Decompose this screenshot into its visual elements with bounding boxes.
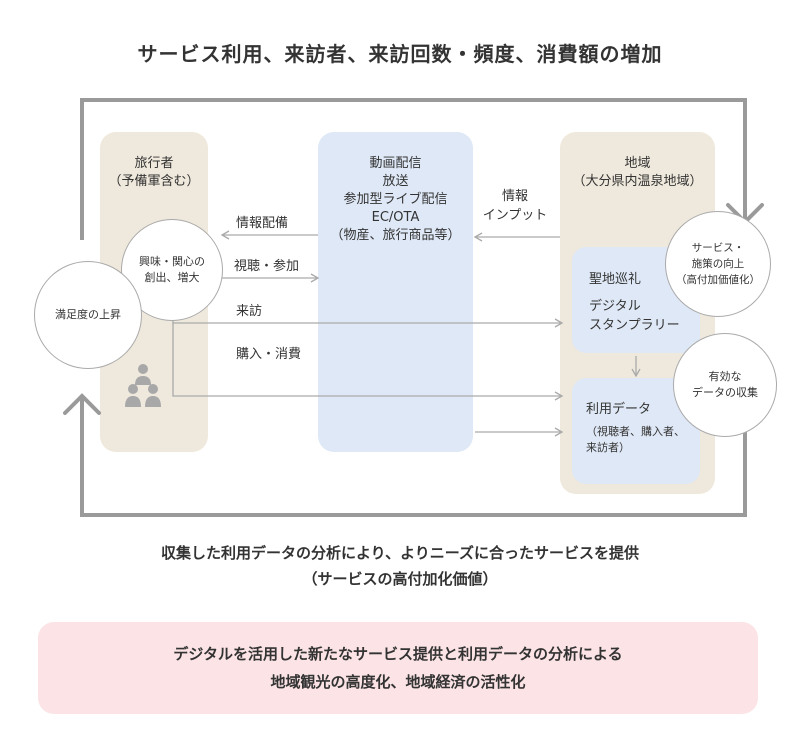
media-label: 動画配信 放送 参加型ライブ配信 EC/OTA （物産、旅行商品等） — [330, 156, 461, 243]
pilgrimage-subtitle: デジタル スタンプラリー — [589, 299, 680, 333]
page-title: サービス利用、来訪者、来訪回数・頻度、消費額の増加 — [137, 42, 663, 66]
service-improve-circle-text: サービス・ 施策の向上 （高付加価値化） — [676, 242, 760, 286]
people-group-icon — [125, 364, 161, 407]
usage-data-detail: （視聴者、購入者、 来訪者） — [586, 425, 685, 454]
bottom-line-2: （サービスの高付加化価値） — [302, 570, 498, 588]
traveler-label: 旅行者 （予備軍含む） — [108, 156, 200, 189]
satisfaction-circle: 満足度の上昇 — [34, 261, 142, 369]
region-label: 地域 （大分県内温泉地域） — [572, 156, 703, 189]
data-collect-circle: 有効な データの収集 — [673, 333, 777, 437]
label-info-input: 情報 インプット — [482, 189, 548, 223]
arrow-purchase — [172, 323, 564, 401]
media-column — [318, 132, 473, 452]
label-visit: 来訪 — [236, 304, 263, 319]
label-info-delivery: 情報配備 — [236, 216, 289, 231]
pilgrimage-title: 聖地巡礼 — [589, 272, 642, 287]
label-view-participate: 視聴・参加 — [234, 259, 300, 274]
usage-data-title: 利用データ — [586, 402, 652, 417]
conclusion-line-1: デジタルを活用した新たなサービス提供と利用データの分析による — [173, 645, 623, 663]
satisfaction-circle-text: 満足度の上昇 — [55, 308, 121, 321]
conclusion-box: デジタルを活用した新たなサービス提供と利用データの分析による 地域観光の高度化、… — [38, 622, 758, 714]
arrow-visit — [172, 290, 564, 328]
bottom-line-1: 収集した利用データの分析により、よりニーズに合ったサービスを提供 — [160, 544, 640, 562]
data-collect-circle-text: 有効な データの収集 — [692, 370, 758, 399]
service-improve-circle: サービス・ 施策の向上 （高付加価値化） — [665, 211, 771, 317]
label-purchase: 購入・消費 — [236, 347, 302, 362]
conclusion-line-2: 地域観光の高度化、地域経済の活性化 — [270, 673, 526, 691]
interest-circle-text: 興味・関心の 創出、増大 — [139, 255, 205, 284]
